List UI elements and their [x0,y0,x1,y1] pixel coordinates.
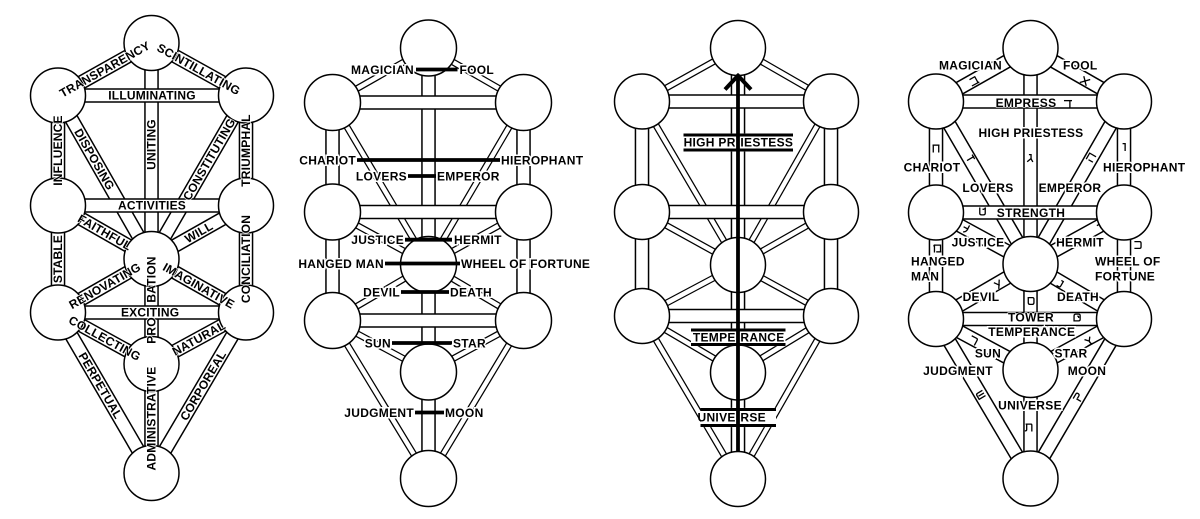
svg-text:HERMIT: HERMIT [1056,236,1104,250]
svg-text:TEMPE: TEMPE [693,330,736,344]
svg-text:CONCILIATION: CONCILIATION [239,215,253,303]
svg-text:STAR: STAR [1055,347,1088,361]
svg-text:EXCITING: EXCITING [121,306,179,320]
svg-text:ACTIVITIES: ACTIVITIES [118,199,186,213]
svg-text:FOOL: FOOL [460,63,495,77]
svg-text:HIGH PR: HIGH PR [684,136,736,150]
svg-text:UNIVE: UNIVE [698,411,736,425]
svg-text:HANGED: HANGED [911,255,965,269]
svg-text:MAGICIAN: MAGICIAN [939,59,1002,73]
svg-text:PRO: PRO [145,317,159,344]
svg-text:DEVIL: DEVIL [963,290,1000,304]
svg-text:RANCE: RANCE [740,330,784,344]
svg-text:DEATH: DEATH [1057,290,1099,304]
svg-text:MAGICIAN: MAGICIAN [351,63,414,77]
svg-text:INFLUENCE: INFLUENCE [51,115,65,185]
svg-text:STRENGTH: STRENGTH [997,206,1065,220]
svg-text:MOON: MOON [445,406,484,420]
svg-text:HERMIT: HERMIT [454,233,502,247]
svg-text:SUN: SUN [365,337,391,351]
svg-text:WHEEL OF FORTUNE: WHEEL OF FORTUNE [461,257,590,271]
svg-text:TEMPERANCE: TEMPERANCE [988,325,1075,339]
svg-text:UNIVERSE: UNIVERSE [998,399,1062,413]
svg-text:ADMINISTRATIVE: ADMINISTRATIVE [145,367,159,471]
svg-text:WHEEL OF: WHEEL OF [1095,255,1161,269]
svg-text:HIEROPHANT: HIEROPHANT [1103,161,1186,175]
svg-text:HIEROPHANT: HIEROPHANT [501,154,584,168]
svg-text:JUDGMENT: JUDGMENT [344,406,414,420]
svg-text:BATION: BATION [145,256,159,302]
svg-text:CHARIOT: CHARIOT [299,154,356,168]
svg-text:DEATH: DEATH [450,286,492,300]
svg-text:JUDGMENT: JUDGMENT [923,364,993,378]
svg-text:HANGED MAN: HANGED MAN [298,257,384,271]
svg-text:DEVIL: DEVIL [363,286,400,300]
svg-text:LOVERS: LOVERS [356,170,407,184]
svg-text:UNITING: UNITING [145,119,159,170]
svg-text:STAR: STAR [453,337,486,351]
svg-text:FORTUNE: FORTUNE [1095,270,1155,284]
svg-text:IESTESS: IESTESS [740,136,793,150]
svg-text:MOON: MOON [1068,364,1107,378]
svg-text:EMPEROR: EMPEROR [1039,181,1102,195]
svg-text:SUN: SUN [975,347,1001,361]
svg-text:RSE: RSE [740,411,766,425]
svg-text:ILLUMINATING: ILLUMINATING [108,89,196,103]
svg-text:STABLE: STABLE [51,235,65,283]
svg-text:CHARIOT: CHARIOT [904,161,961,175]
svg-text:EMPRESS: EMPRESS [996,96,1057,110]
svg-text:JUSTICE: JUSTICE [952,236,1005,250]
svg-text:JUSTICE: JUSTICE [351,233,404,247]
svg-text:TRIUMPHAL: TRIUMPHAL [239,114,253,186]
svg-text:TOWER: TOWER [1008,311,1054,325]
svg-text:LOVERS: LOVERS [962,181,1013,195]
svg-text:HIGH PRIESTESS: HIGH PRIESTESS [979,126,1084,140]
svg-text:FOOL: FOOL [1063,59,1098,73]
svg-text:MAN: MAN [911,270,939,284]
svg-text:EMPEROR: EMPEROR [437,170,500,184]
